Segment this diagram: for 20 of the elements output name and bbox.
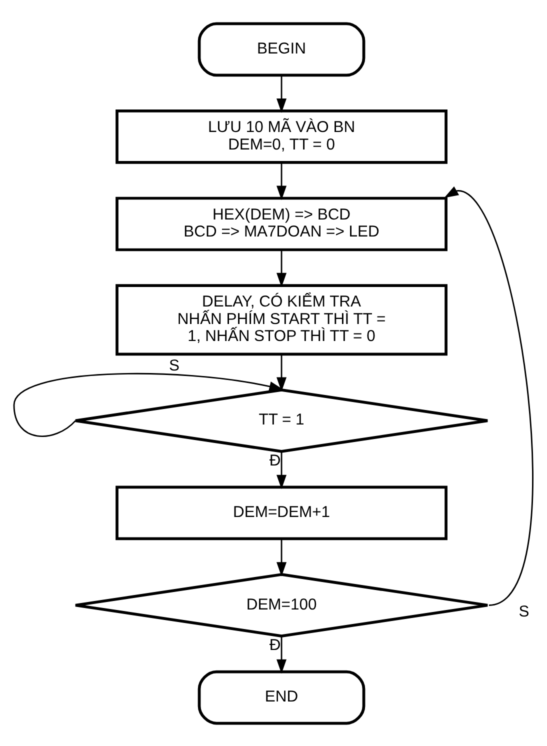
arrow [444,186,534,606]
edge-label: Đ [269,452,281,470]
arrow [276,74,287,112]
edge-label: Đ [269,636,281,654]
node-box: LƯU 10 MÃ VÀO BN DEM=0, TT = 0 [116,109,448,164]
arrow [276,451,287,489]
node-box: DELAY, CÓ KIỂM TRA NHẤN PHÍM START THÌ TT = 1, NHẤN STOP THÌ TT = 0 [116,284,448,356]
node-box: DEM=DEM+1 [116,485,448,540]
node-diamond: TT = 1 [74,388,489,452]
node-box: END [198,670,366,724]
arrow [276,636,287,674]
node-box: HEX(DEM) => BCD BCD => MA7DOAN => LED [116,196,448,251]
node-diamond: DEM=100 [74,572,489,637]
edge-label: S [518,602,530,620]
arrow [276,162,287,200]
node-box: BEGIN [198,22,366,76]
arrow [276,538,287,576]
arrow [276,354,287,392]
edge-label: S [168,356,180,374]
arrow [276,249,287,287]
